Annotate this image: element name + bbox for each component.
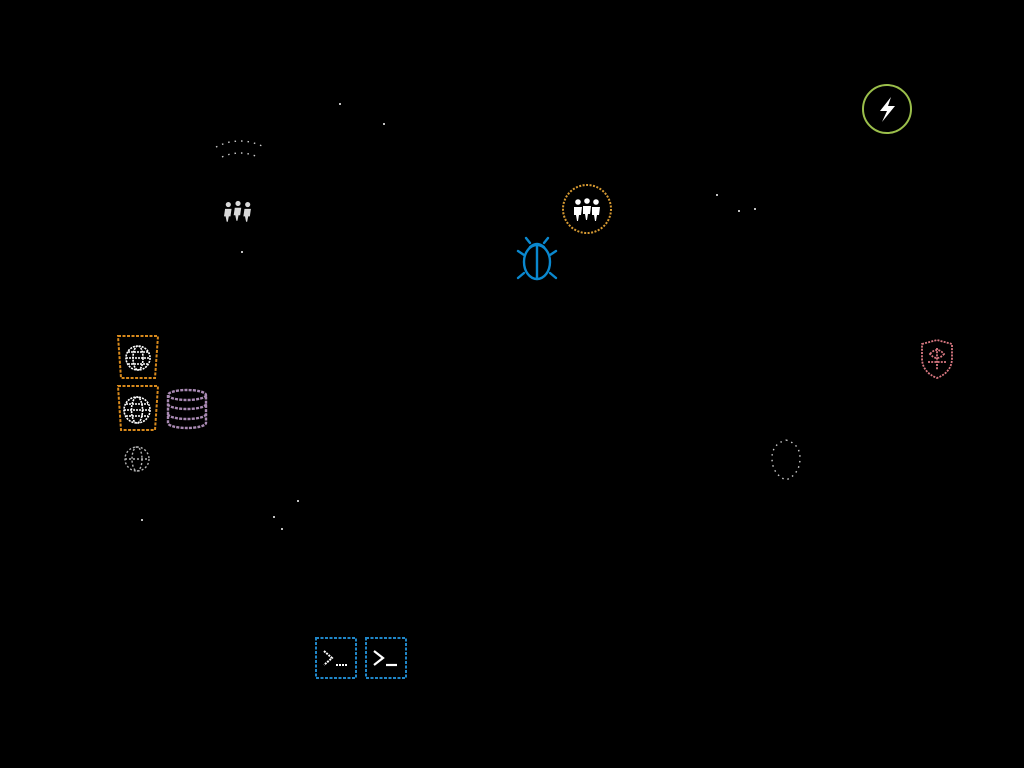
speck [281, 528, 283, 530]
lightning-bolt-icon [862, 84, 912, 134]
people-group-icon [562, 184, 612, 234]
speck [141, 519, 143, 521]
speck [241, 251, 243, 253]
globe-node-3 [124, 446, 150, 472]
speck [297, 500, 299, 502]
database-node [166, 388, 208, 430]
speck [273, 516, 275, 518]
globe-box-icon [116, 335, 160, 379]
speck [754, 208, 756, 210]
globe-node-2 [116, 385, 160, 431]
speck [339, 103, 341, 105]
speck [738, 210, 740, 212]
faint-node-remnant [215, 140, 265, 158]
speck [716, 194, 718, 196]
shield-icon [921, 339, 953, 379]
terminal-node-2 [365, 637, 407, 679]
people-node [562, 184, 612, 234]
globe-box-icon [124, 446, 150, 472]
people-node-faded [224, 200, 251, 222]
globe-node-1 [116, 335, 160, 379]
faint-node-remnant [771, 439, 801, 481]
bug-node [516, 236, 558, 281]
terminal-node-1 [315, 637, 357, 679]
terminal-icon [315, 637, 357, 679]
lightning-node [862, 84, 912, 134]
bug-icon [516, 236, 558, 281]
database-icon [166, 388, 208, 430]
people-group-icon [224, 200, 251, 222]
speck [383, 123, 385, 125]
globe-box-icon [116, 385, 160, 431]
terminal-icon [365, 637, 407, 679]
shield-node [921, 339, 953, 379]
